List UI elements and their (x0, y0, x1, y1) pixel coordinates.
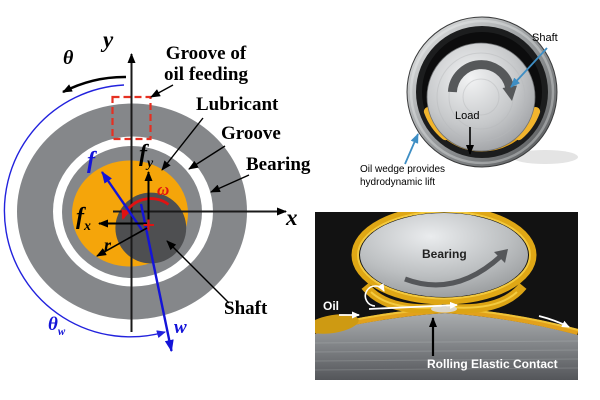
oil-streak-left (370, 291, 442, 309)
leader-shaft-photo (510, 47, 548, 88)
oil-outflow-arrow (538, 315, 570, 328)
fy-sub: y (147, 155, 154, 171)
oil-wedge-line1: Oil wedge provides (360, 164, 446, 175)
theta-w-sub: w (57, 325, 66, 338)
fy-main: f (139, 141, 147, 167)
lubricant-label: Lubricant (196, 94, 279, 115)
load-label: Load (455, 110, 480, 122)
groove-label: Groove (221, 123, 281, 144)
ball-rotation-arrow (404, 254, 503, 288)
ball-bearing-label: Bearing (422, 247, 467, 261)
schematic-svg (3, 53, 287, 352)
theta-w-label: θw (48, 315, 65, 338)
photo-shadow (512, 150, 578, 164)
oil-feed-line1: Groove of (165, 43, 247, 64)
oil-through-arrow (368, 301, 458, 310)
theta-w-arc (3, 84, 166, 339)
radius-r-label: r (104, 235, 112, 255)
ring-highlight (409, 19, 555, 165)
omega-rotation-arrow (121, 197, 170, 220)
shaft-photo-label: Shaft (532, 32, 558, 44)
contact-render-panel: Bearing Oil Rolling Elastic Contact (315, 212, 578, 380)
leader-shaft (166, 240, 230, 304)
theta-label: θ (63, 47, 74, 69)
fx-main: f (76, 204, 84, 230)
oil-pool-left (315, 314, 359, 334)
oil-swirl-arrow (364, 283, 385, 307)
oil-label: Oil (323, 299, 340, 313)
oil-coat-ball (351, 212, 537, 305)
oil-feed-groove-label: Groove of oil feeding (160, 43, 252, 85)
schematic-panel: y x θ θw ω f fy fx r w Groove of oil fee… (3, 27, 311, 352)
ball-rotation-arrowhead (494, 249, 508, 263)
shaft-rotation-arrowhead (502, 85, 517, 101)
y-axis-label: y (103, 27, 114, 52)
ball-bearing (360, 213, 528, 297)
leader-oil-feed (150, 84, 174, 98)
bearing-photo-svg (404, 16, 578, 168)
leader-groove (188, 145, 226, 170)
oil-wedge-label: Oil wedge provides hydrodynamic lift (360, 163, 480, 189)
shaft-center-cross (143, 219, 154, 231)
force-fy-label: fy (139, 141, 154, 171)
force-fx-label: fx (76, 204, 91, 234)
surface-striations (315, 340, 578, 371)
theta-w-main: θ (48, 314, 58, 335)
load-w-label: w (174, 317, 187, 338)
theta-arc (62, 75, 127, 94)
force-f-label: f (87, 148, 95, 174)
radius-r-arrow (96, 227, 148, 257)
oil-coat-highlight (357, 212, 531, 300)
metal-surface (315, 313, 578, 380)
bearing-photo-panel: Shaft Load Oil wedge provides hydrodynam… (340, 8, 600, 204)
shaft-label: Shaft (224, 298, 268, 319)
omega-label: ω (157, 180, 170, 199)
contact-render-svg (315, 212, 578, 380)
shaft-photo (426, 42, 536, 152)
shaft-rotation-arrow (447, 60, 514, 93)
leader-oil-wedge (404, 133, 419, 165)
leader-lubricant (161, 117, 204, 171)
oil-wedge-line2: hydrodynamic lift (360, 177, 436, 188)
leader-bearing (210, 174, 250, 193)
oil-feed-line2: oil feeding (164, 64, 248, 85)
fx-sub: x (84, 218, 91, 234)
rolling-contact-label: Rolling Elastic Contact (427, 357, 558, 371)
x-axis-label: x (286, 205, 298, 230)
force-f-arrow (101, 171, 143, 231)
bearing-label: Bearing (246, 154, 311, 175)
